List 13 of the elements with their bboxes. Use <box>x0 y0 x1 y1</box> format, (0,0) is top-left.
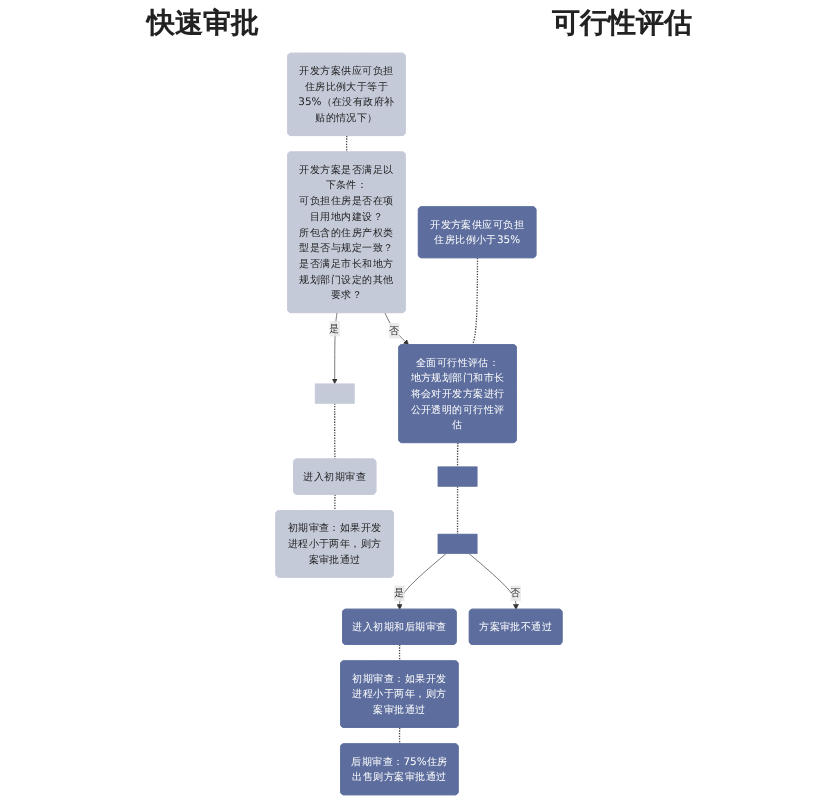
node-box <box>314 383 355 404</box>
connector <box>456 485 459 535</box>
connector <box>345 135 348 153</box>
connector <box>334 402 336 460</box>
column-heading: 可行性评估 <box>551 6 692 42</box>
connector <box>334 493 336 512</box>
connector <box>456 442 459 468</box>
connector <box>398 644 401 662</box>
node-box <box>437 533 478 554</box>
column-heading: 快速审批 <box>146 6 259 42</box>
connector <box>398 727 401 745</box>
node-box <box>437 466 478 487</box>
connector <box>472 257 479 346</box>
